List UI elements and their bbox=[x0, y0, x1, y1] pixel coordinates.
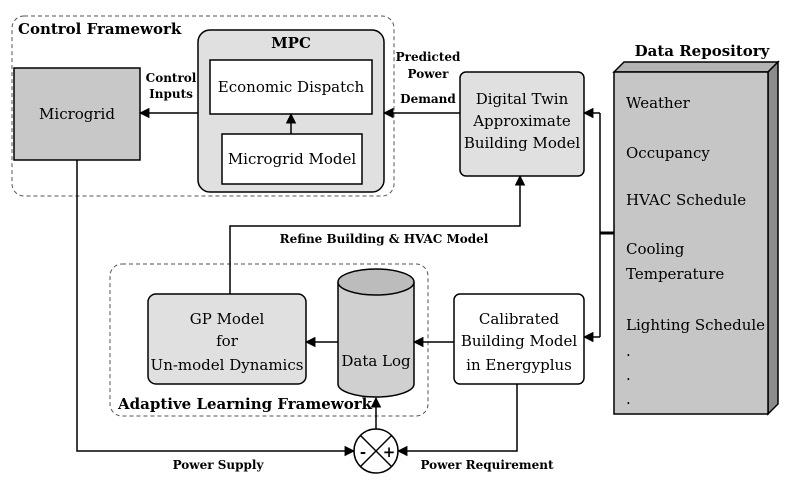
refine-model-arrow bbox=[229, 174, 526, 294]
predicted-demand-line1: Predicted bbox=[396, 50, 461, 64]
control-inputs-label-line2: Inputs bbox=[149, 87, 193, 101]
repository-top-face bbox=[612, 61, 780, 73]
repo-item-ellipsis-3: . bbox=[626, 390, 631, 408]
data-log-cylinder-top bbox=[337, 268, 415, 296]
control-framework-label: Control Framework bbox=[18, 20, 182, 38]
calibrated-line3: in Energyplus bbox=[466, 356, 572, 374]
control-inputs-label-line1: Control bbox=[146, 71, 197, 85]
repository-front-face bbox=[613, 71, 769, 415]
junction-plus: + bbox=[383, 443, 396, 461]
economic-dispatch-label: Economic Dispatch bbox=[218, 78, 365, 96]
repo-item-hvac-schedule: HVAC Schedule bbox=[626, 191, 746, 209]
predicted-demand-line3: Demand bbox=[400, 92, 456, 106]
repo-item-ellipsis-1: . bbox=[626, 342, 631, 360]
microgrid-model-block bbox=[221, 133, 363, 185]
repo-item-cooling: Cooling bbox=[626, 240, 685, 258]
gp-model-line1: GP Model bbox=[190, 310, 265, 328]
calibrated-line2: Building Model bbox=[461, 332, 578, 350]
power-requirement-label: Power Requirement bbox=[420, 458, 553, 472]
repo-item-occupancy: Occupancy bbox=[626, 144, 710, 162]
power-supply-arrow bbox=[76, 160, 356, 457]
digital-twin-line2: Approximate bbox=[472, 112, 571, 130]
digital-twin-line1: Digital Twin bbox=[476, 90, 569, 108]
data-log-cylinder-body bbox=[337, 282, 415, 398]
calibrated-model-block bbox=[453, 293, 585, 385]
data-repository-title: Data Repository bbox=[635, 42, 771, 60]
gp-model-line3: Un-model Dynamics bbox=[151, 356, 304, 374]
repo-item-lighting-schedule: Lighting Schedule bbox=[626, 316, 765, 334]
economic-dispatch-block bbox=[209, 59, 373, 115]
microgrid-label: Microgrid bbox=[39, 105, 115, 123]
mpc-title: MPC bbox=[271, 34, 311, 52]
calibrated-line1: Calibrated bbox=[479, 310, 560, 328]
power-supply-label: Power Supply bbox=[173, 458, 265, 472]
digital-twin-line3: Building Model bbox=[464, 134, 581, 152]
predicted-demand-line2: Power bbox=[408, 67, 450, 81]
adaptive-framework-label: Adaptive Learning Framework bbox=[117, 395, 373, 413]
gp-model-line2: for bbox=[216, 332, 239, 350]
refine-label: Refine Building & HVAC Model bbox=[280, 232, 489, 246]
junction-minus: - bbox=[360, 443, 366, 461]
data-log-label: Data Log bbox=[341, 352, 411, 370]
control-framework-frame bbox=[11, 15, 395, 197]
repo-item-ellipsis-2: . bbox=[626, 366, 631, 384]
microgrid-model-label: Microgrid Model bbox=[228, 150, 357, 168]
repository-side-face bbox=[767, 60, 779, 416]
power-requirement-arrow bbox=[396, 384, 518, 457]
repo-item-weather: Weather bbox=[626, 94, 691, 112]
junction-cross-2 bbox=[359, 434, 393, 468]
adaptive-framework-frame bbox=[109, 263, 429, 417]
repo-item-temperature: Temperature bbox=[626, 265, 724, 283]
